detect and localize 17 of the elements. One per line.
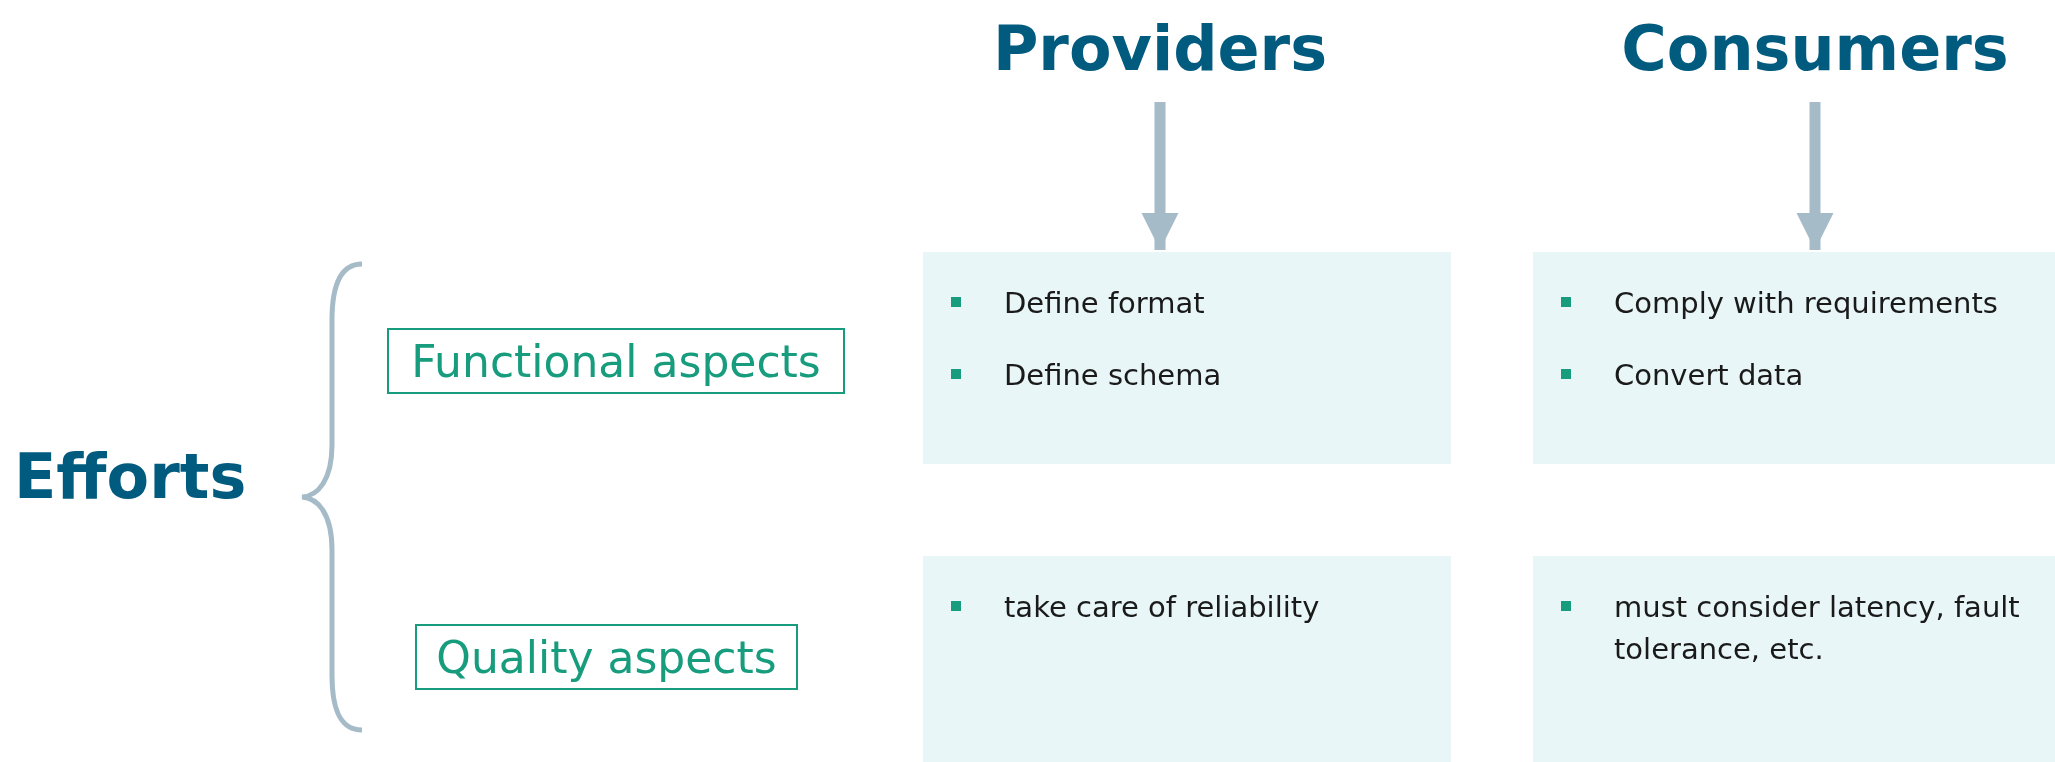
arrow bbox=[1796, 102, 1834, 250]
bullet-text: take care of reliability bbox=[1004, 590, 1320, 624]
row-group-heading: Efforts bbox=[14, 446, 254, 510]
info-card bbox=[923, 556, 1451, 762]
info-card bbox=[923, 252, 1451, 464]
bullet-text: must consider latency, fault tolerance, etc. bbox=[1614, 590, 2020, 666]
bullet-text: Define format bbox=[1004, 286, 1205, 320]
aspect-label-box: Functional aspects bbox=[387, 328, 845, 394]
column-heading: Providers bbox=[985, 18, 1335, 82]
aspect-label-box: Quality aspects bbox=[415, 624, 798, 690]
info-card bbox=[1533, 556, 2055, 762]
bullet-text: Convert data bbox=[1614, 358, 1804, 392]
info-card bbox=[1533, 252, 2055, 464]
arrow bbox=[1141, 102, 1179, 250]
bullet-text: Comply with requirements bbox=[1614, 286, 1998, 320]
column-heading: Consumers bbox=[1615, 18, 2015, 82]
bullet-text: Define schema bbox=[1004, 358, 1222, 392]
